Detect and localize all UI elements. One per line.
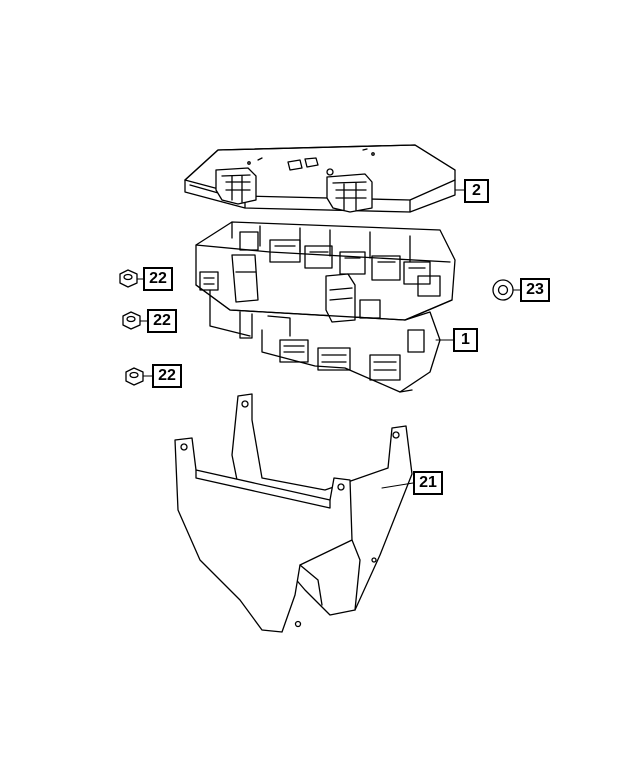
hex-nut-icon	[119, 269, 138, 288]
callout-22-nut-top: 22	[143, 267, 173, 291]
hex-nut-icon	[122, 311, 141, 330]
leader-lines	[136, 189, 521, 489]
hex-nut-icon	[125, 367, 144, 386]
callout-1-fuse-box: 1	[453, 328, 478, 352]
callout-22-nut-bottom: 22	[152, 364, 182, 388]
fuse-box-icon	[195, 221, 456, 393]
fuse-box-cover-icon	[184, 144, 456, 213]
callout-22-nut-middle: 22	[147, 309, 177, 333]
grommet-icon	[492, 279, 514, 301]
callout-21-bracket: 21	[413, 471, 443, 495]
callout-23-grommet: 23	[520, 278, 550, 302]
mounting-bracket-icon	[174, 393, 413, 633]
callout-2-cover: 2	[464, 179, 489, 203]
